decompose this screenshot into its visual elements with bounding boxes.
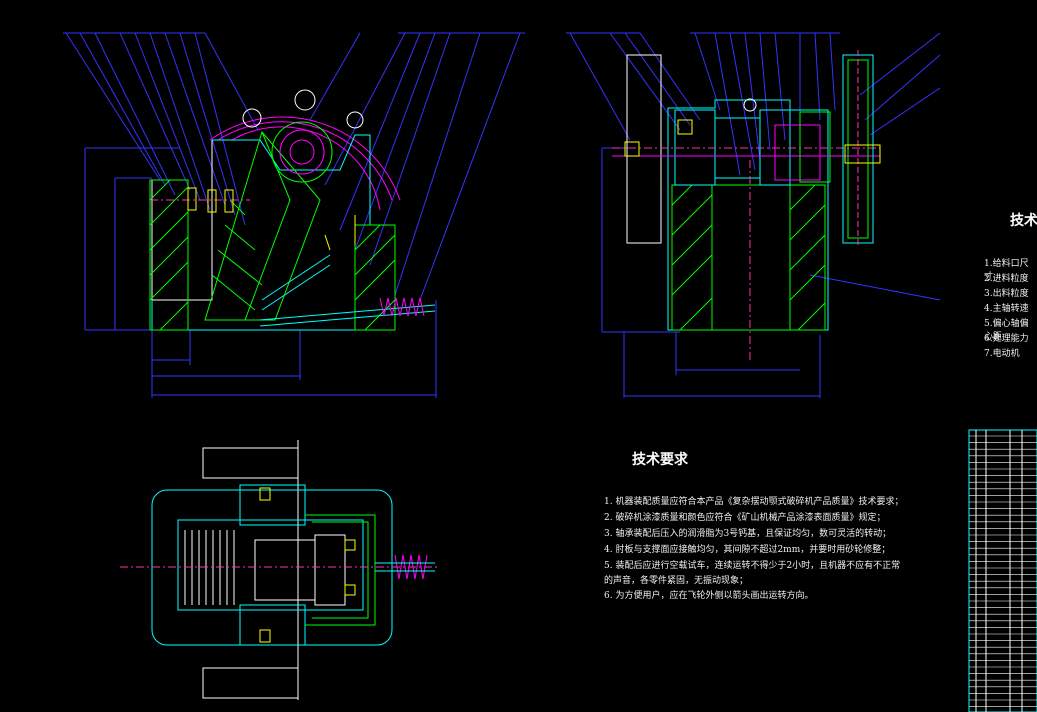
- spec-item: 2.进料粒度: [984, 274, 1029, 284]
- requirements-title: 技术要求: [632, 452, 688, 468]
- parts-list-table: [968, 429, 1037, 712]
- parts-list-rows: [969, 435, 1037, 707]
- requirement-item: 2. 破碎机涂漆质量和颜色应符合《矿山机械产品涂漆表面质量》规定；: [604, 513, 886, 523]
- spec-item: 5.偏心轴偏心距: [984, 319, 1029, 342]
- requirement-item: 3. 轴承装配后压入的润滑脂为3号钙基，且保证均匀，数可灵活的转动；: [604, 529, 892, 539]
- requirement-item: 的声音，各零件紧固，无振动现象；: [604, 576, 749, 586]
- spec-item: 4.主轴转速: [984, 304, 1029, 314]
- top-view: [120, 440, 440, 700]
- specs-title: 技术参: [1010, 213, 1037, 229]
- spec-item: 1.给料口尺寸: [984, 259, 1029, 282]
- requirement-item: 1. 机器装配质量应符合本产品《复杂摆动颚式破碎机产品质量》技术要求；: [604, 497, 904, 507]
- requirement-item: 6. 为方便用户，应在飞轮外侧以箭头画出运转方向。: [604, 591, 814, 601]
- spec-item: 3.出料粒度: [984, 289, 1029, 299]
- spec-item: 6.处理能力: [984, 334, 1029, 344]
- side-view: [566, 32, 941, 398]
- requirement-item: 4. 肘板与支撑面应接触均匀，其间隙不超过2mm，并要时用砂轮修整；: [604, 545, 891, 555]
- front-section-view: [63, 32, 525, 398]
- requirement-item: 5. 装配后应进行空载试车，连续运转不得少于2小时，且机器不应有不正常: [604, 561, 901, 571]
- spec-item: 7.电动机: [984, 349, 1020, 359]
